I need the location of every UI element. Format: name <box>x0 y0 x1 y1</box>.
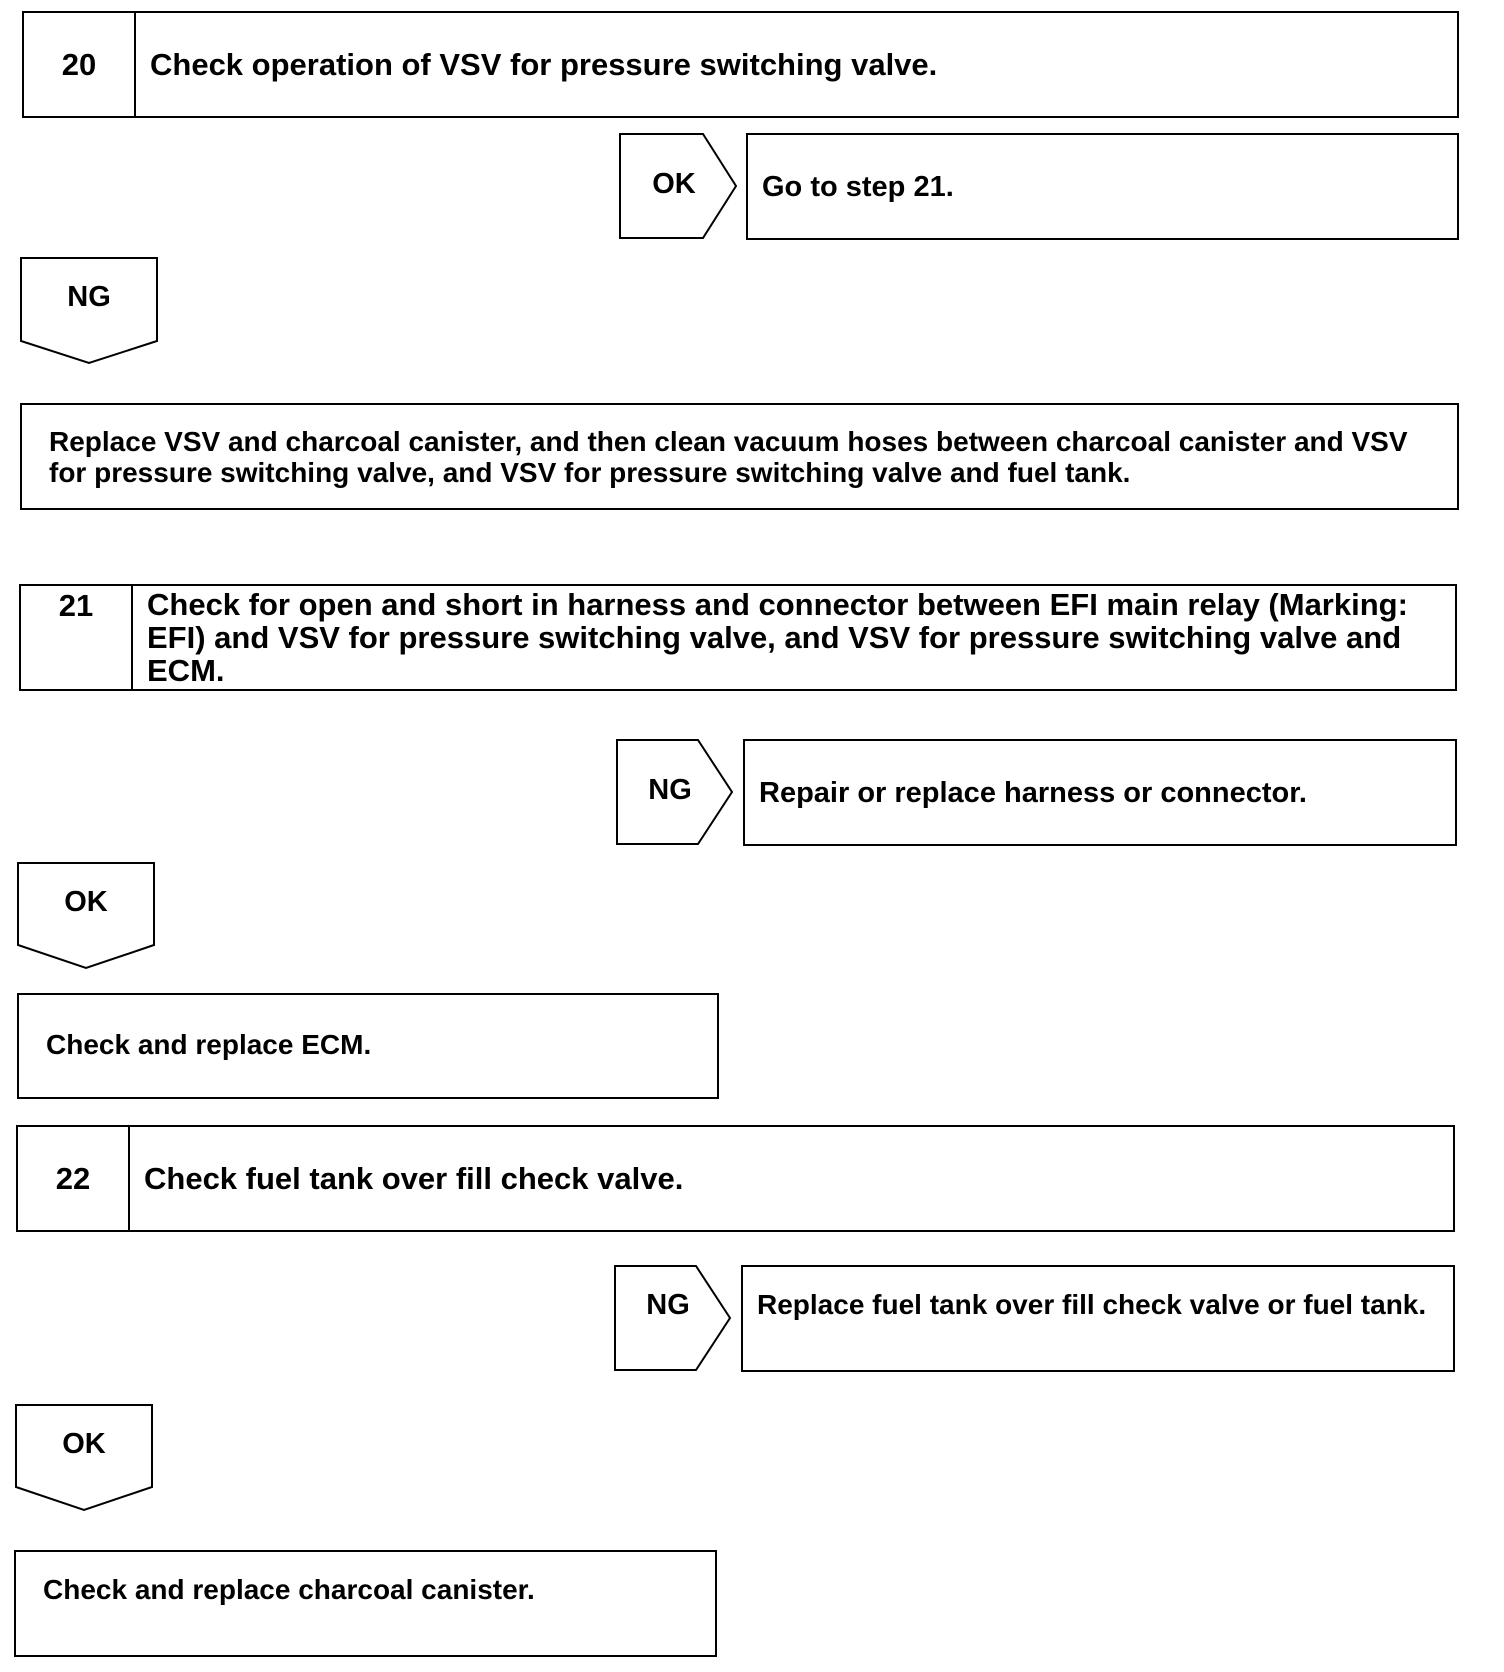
result-action-text: Check and replace ECM. <box>46 1029 372 1060</box>
step-title: Check for open and short in harness and … <box>147 587 1408 688</box>
down-arrow-ok <box>17 862 155 970</box>
result-action-text: Replace fuel tank over fill check valve … <box>757 1289 1427 1320</box>
step-number: 22 <box>18 1127 130 1230</box>
step-21-box: 21 Check for open and short in harness a… <box>19 584 1457 691</box>
right-arrow-ok <box>619 133 738 239</box>
result-label: OK <box>652 168 696 200</box>
result-label: OK <box>62 1428 106 1460</box>
step-number: 21 <box>21 586 133 689</box>
right-arrow-ng <box>614 1265 732 1371</box>
down-arrow-ng <box>20 257 158 365</box>
step-title: Check operation of VSV for pressure swit… <box>150 47 938 82</box>
step-22-box: 22 Check fuel tank over fill check valve… <box>16 1125 1455 1232</box>
result-label: NG <box>648 774 692 806</box>
result-label: OK <box>64 886 108 918</box>
result-action-box: Replace VSV and charcoal canister, and t… <box>20 403 1459 510</box>
right-arrow-ng <box>616 739 734 845</box>
result-action-box: Replace fuel tank over fill check valve … <box>741 1265 1455 1372</box>
result-action-box: Check and replace ECM. <box>17 993 719 1099</box>
result-action-text: Go to step 21. <box>762 171 954 203</box>
down-arrow-ok <box>15 1404 153 1512</box>
result-action-box: Check and replace charcoal canister. <box>14 1550 717 1657</box>
result-action-text: Replace VSV and charcoal canister, and t… <box>49 426 1408 488</box>
result-action-text: Check and replace charcoal canister. <box>43 1574 535 1605</box>
result-action-box: Go to step 21. <box>746 133 1459 240</box>
step-number: 20 <box>24 13 136 116</box>
result-action-box: Repair or replace harness or connector. <box>743 739 1457 846</box>
result-label: NG <box>67 281 111 313</box>
step-20-box: 20 Check operation of VSV for pressure s… <box>22 11 1459 118</box>
result-label: NG <box>646 1289 690 1321</box>
result-action-text: Repair or replace harness or connector. <box>759 777 1307 809</box>
step-title: Check fuel tank over fill check valve. <box>144 1161 684 1196</box>
